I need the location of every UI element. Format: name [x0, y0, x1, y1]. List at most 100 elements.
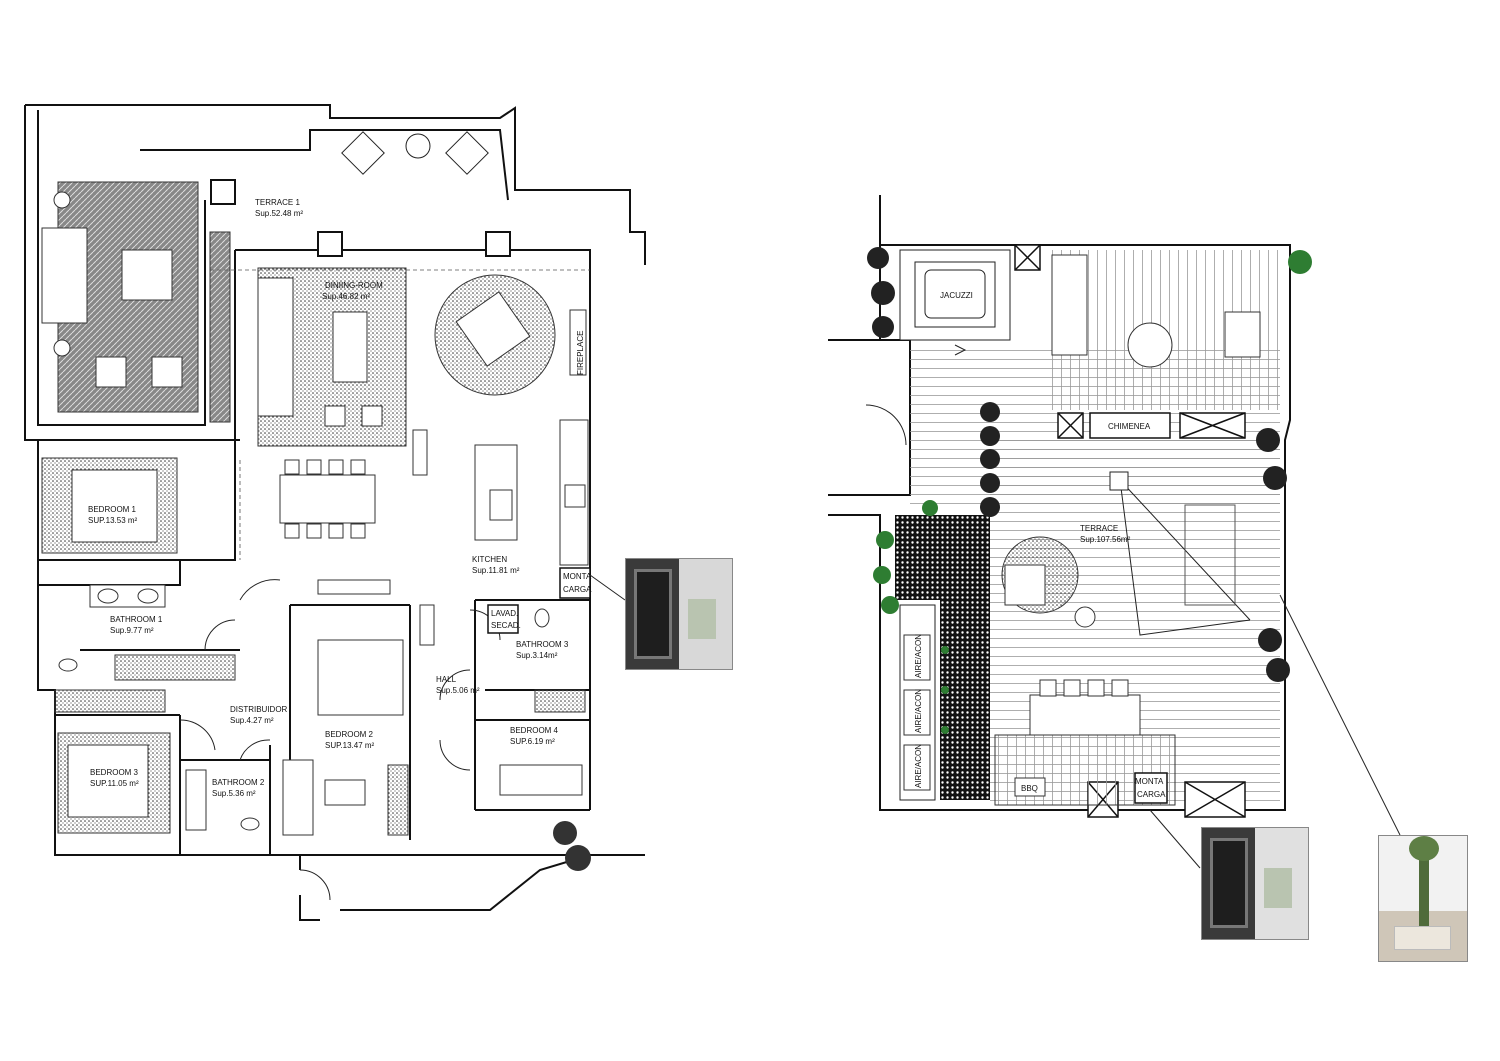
terrace-chair — [341, 131, 385, 175]
bed-3 — [67, 744, 149, 818]
room-area: Sup.46.82 m² — [322, 292, 370, 301]
callout-line — [589, 574, 626, 601]
entry-wall — [299, 855, 320, 921]
room-name: TERRACE 1 — [255, 198, 300, 207]
side-table — [53, 339, 71, 357]
desk — [324, 779, 366, 806]
room-name: BATHROOM 1 — [110, 615, 163, 624]
outdoor-sofa — [1051, 254, 1088, 356]
dining-chairs — [284, 459, 366, 539]
ac-label: AIRE/ACON — [914, 634, 923, 678]
shower — [282, 759, 314, 836]
room-area: Sup.5.36 m² — [212, 789, 256, 798]
left-outer-wall-top — [25, 104, 646, 265]
terrace-table — [405, 133, 431, 159]
planter-plant — [553, 821, 577, 845]
room-area: SUP.13.53 m² — [88, 516, 138, 525]
side-table — [53, 191, 71, 209]
coffee-table — [121, 249, 173, 301]
room-name: BEDROOM 3 — [90, 768, 139, 777]
cooktop — [489, 489, 513, 521]
monta-label: MONTA — [563, 572, 592, 581]
carga-label: CARGA — [563, 585, 592, 594]
lounge-chair — [95, 356, 127, 388]
ac-label: AIRE/ACON — [914, 744, 923, 788]
room-area: Sup.52.48 m² — [255, 209, 303, 218]
terrace-name: TERRACE — [1080, 524, 1118, 533]
left-floor-plan — [24, 104, 646, 921]
bed-1 — [71, 469, 158, 543]
left-outer-wall-bottom — [24, 105, 645, 856]
side-table — [1074, 606, 1096, 628]
outdoor-sofa — [41, 227, 88, 324]
room-area: SUP.13.47 m² — [325, 741, 375, 750]
room-name: BEDROOM 2 — [325, 730, 374, 739]
left-plan-labels: TERRACE 1 Sup.52.48 m² DINIING-ROOM Sup.… — [88, 198, 592, 798]
room-name: BEDROOM 1 — [88, 505, 137, 514]
door-swing — [865, 404, 907, 446]
right-floor-plan — [828, 195, 1401, 869]
jacuzzi-label: JACUZZI — [940, 291, 973, 300]
room-name: BATHROOM 2 — [212, 778, 265, 787]
hall-cabinet — [419, 604, 435, 646]
steps — [954, 344, 967, 356]
lounge-chair — [151, 356, 183, 388]
dumbwaiter-photo — [625, 558, 733, 670]
round-table — [1127, 322, 1173, 368]
sail-post — [1109, 471, 1129, 491]
door-swing — [239, 579, 281, 601]
lounge-cushion — [1004, 564, 1046, 606]
secad-label: SECAD. — [491, 621, 521, 630]
room-area: Sup.11.81 m² — [472, 566, 520, 575]
plants — [867, 247, 1290, 682]
sunbeds — [1184, 504, 1236, 606]
dumbwaiter-box — [1134, 772, 1168, 804]
kitchen-sink — [564, 484, 586, 508]
laundry-box — [487, 604, 519, 634]
bar-stools — [1039, 679, 1129, 697]
gravel-bed — [895, 515, 990, 800]
armchair — [361, 405, 383, 427]
room-area: Sup.4.27 m² — [230, 716, 274, 725]
room-area: SUP.11.05 m² — [90, 779, 139, 788]
dumbwaiter-photo-2 — [1201, 827, 1309, 940]
dumbwaiter-box — [559, 567, 591, 599]
lounge-daybed — [455, 291, 531, 367]
chimenea-label: CHIMENEA — [1108, 422, 1151, 431]
room-area: Sup.3.14m² — [516, 651, 558, 660]
room-name: BATHROOM 3 — [516, 640, 569, 649]
bbq-label: BBQ — [1021, 784, 1038, 793]
column — [485, 231, 511, 257]
wardrobe — [114, 654, 236, 681]
room-area: SUP.6.19 m² — [510, 737, 555, 746]
bar-counter — [1029, 694, 1141, 736]
toilet — [534, 608, 550, 628]
ac-label: AIRE/ACON — [914, 689, 923, 733]
living-envelope — [235, 249, 591, 600]
door-swing — [439, 739, 471, 771]
door-swing — [239, 739, 271, 761]
planter-plant — [565, 845, 591, 871]
console — [317, 579, 391, 595]
bed-4 — [499, 764, 583, 796]
carga-label: CARGA — [1137, 790, 1166, 799]
terrace-1-wall — [37, 110, 206, 426]
bbq-box — [1014, 777, 1046, 797]
door-swing — [204, 619, 236, 651]
green-plants — [873, 250, 1312, 734]
room-area: Sup.5.06 m² — [436, 686, 480, 695]
wardrobe — [387, 764, 409, 836]
door-swing — [439, 669, 471, 701]
toilet — [58, 658, 78, 672]
callout-line — [1149, 809, 1201, 869]
room-area: Sup.9.77 m² — [110, 626, 154, 635]
door-swing — [299, 869, 331, 901]
coffee-table-living — [332, 311, 368, 383]
room-name: HALL — [436, 675, 457, 684]
fireplace — [569, 309, 587, 376]
bath-vanity — [185, 769, 207, 831]
bed-2 — [317, 639, 404, 716]
wardrobe — [54, 689, 166, 713]
chimenea-box — [1089, 412, 1171, 439]
